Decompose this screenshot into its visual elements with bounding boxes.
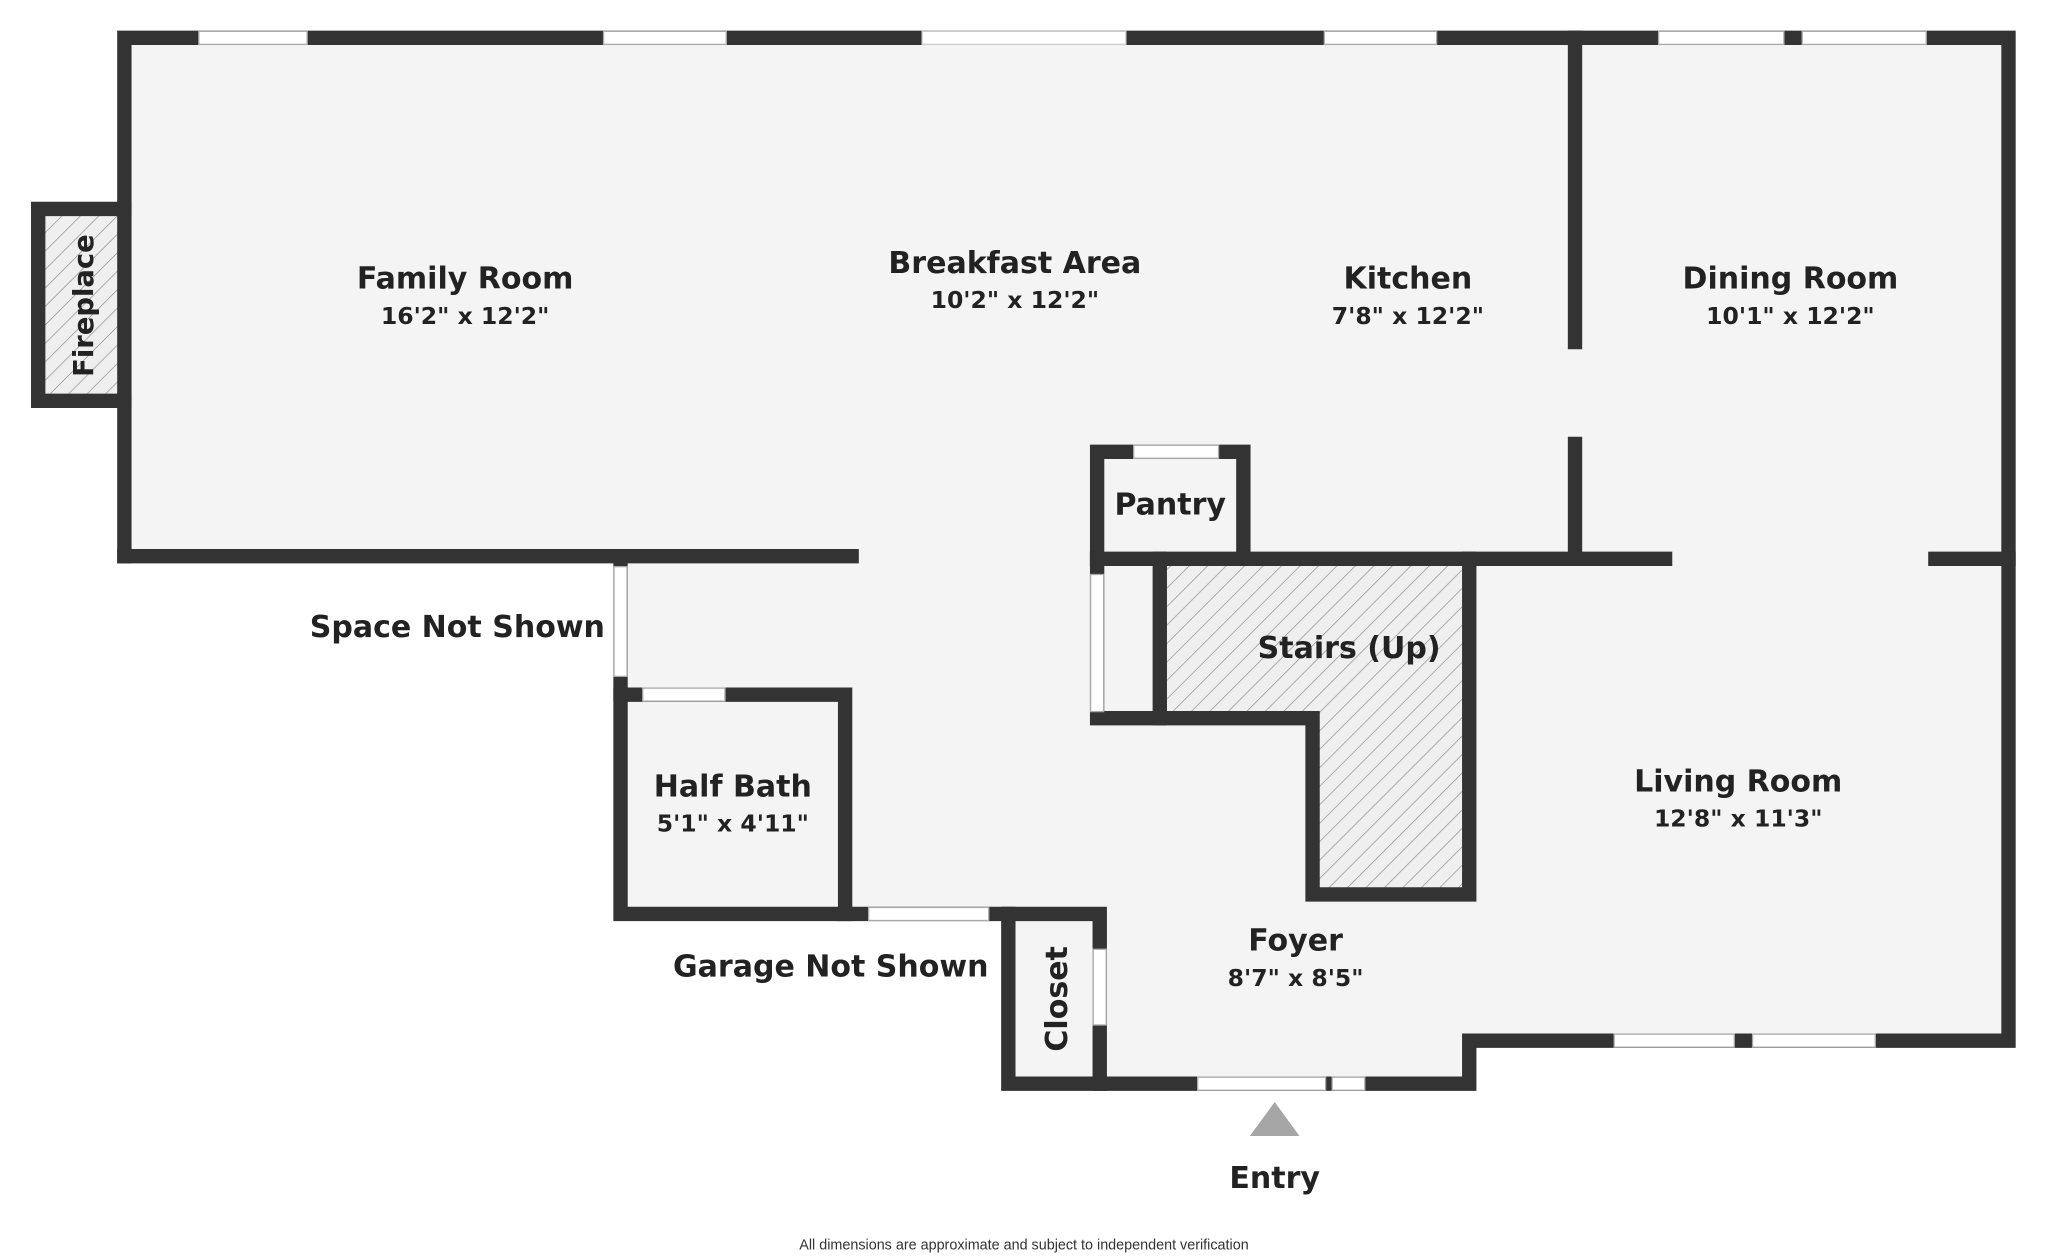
kitchen-dims: 7'8" x 12'2" xyxy=(1332,302,1484,330)
foyer-dims: 8'7" x 8'5" xyxy=(1228,964,1364,992)
dining-room-label: Dining Room xyxy=(1683,262,1899,297)
foyer-label: Foyer xyxy=(1248,924,1343,959)
family-room-label: Family Room xyxy=(357,262,574,297)
family-room-dims: 16'2" x 12'2" xyxy=(381,302,550,330)
living-room-label: Living Room xyxy=(1634,764,1842,799)
entry-arrow-icon xyxy=(1249,1102,1300,1136)
disclaimer-footer: All dimensions are approximate and subje… xyxy=(799,1238,1248,1254)
dining-room-dims: 10'1" x 12'2" xyxy=(1706,302,1875,330)
living-room-dims: 12'8" x 11'3" xyxy=(1654,805,1823,833)
breakfast-area-dims: 10'2" x 12'2" xyxy=(931,286,1100,314)
fireplace-label: Fireplace xyxy=(69,234,100,377)
floor-area xyxy=(124,37,2009,1084)
half-bath-dims: 5'1" x 4'11" xyxy=(657,810,809,838)
windows xyxy=(198,30,1927,1091)
pantry-label: Pantry xyxy=(1114,487,1226,522)
kitchen-label: Kitchen xyxy=(1343,262,1472,297)
entry-label: Entry xyxy=(1229,1161,1320,1196)
half-bath-label: Half Bath xyxy=(654,769,812,804)
fireplace-wall xyxy=(31,201,132,409)
fireplace-hatch xyxy=(38,208,125,401)
garage-not-shown-label: Garage Not Shown xyxy=(673,950,989,985)
stairs-label: Stairs (Up) xyxy=(1258,631,1441,666)
space-not-shown-label: Space Not Shown xyxy=(310,610,605,645)
closet-label: Closet xyxy=(1040,946,1075,1052)
breakfast-area-label: Breakfast Area xyxy=(888,246,1141,281)
closet-wall xyxy=(1001,906,1107,1091)
